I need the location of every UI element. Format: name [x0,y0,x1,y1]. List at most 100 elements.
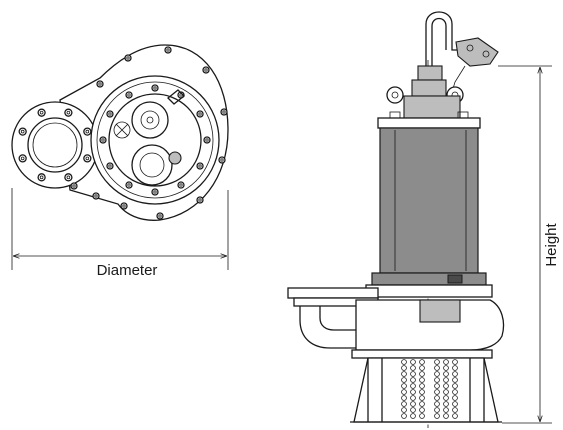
strainer-hole [443,383,449,389]
strainer-hole [452,407,458,413]
flange-bolt [83,127,92,136]
strainer-hole [452,377,458,383]
outlet-flange-inner [27,117,83,173]
flange-bolt [18,154,27,163]
discharge-flange [287,287,379,299]
strainer-hole [410,413,416,419]
volute-bolt [196,196,204,204]
flange-bolt-center [20,156,25,161]
diameter-label: Diameter [97,262,158,279]
motor-bolt-center [101,138,105,142]
motor-bolt [177,181,185,189]
strainer-hole [419,371,425,377]
strainer-hole [419,377,425,383]
volute-bolt [202,66,210,74]
strainer-hole [410,365,416,371]
strainer-hole [434,413,440,419]
flange-bolt [83,154,92,163]
cable-guard [455,37,499,67]
volute-bolt-center [94,194,98,198]
motor-bolt-center [108,112,112,116]
side-view: Height [287,11,560,428]
volute-bolt-center [122,204,126,208]
strainer-hole [410,395,416,401]
volute-bolt [164,46,172,54]
strainer-hole [452,401,458,407]
strainer-hole [443,395,449,401]
volute-bolt-center [98,82,102,86]
strainer-hole [452,413,458,419]
strainer-hole [410,377,416,383]
strainer-hole [419,395,425,401]
strainer-hole [452,371,458,377]
volute-bolt [120,202,128,210]
volute-bolt [220,108,228,116]
strainer-hole [434,383,440,389]
strainer-hole [434,395,440,401]
strainer-hole [443,359,449,365]
flange-bolt [64,108,73,117]
motor-bolt-center [198,112,202,116]
motor-bolt-center [153,86,157,90]
center-hub [131,101,169,139]
motor-bolt [125,181,133,189]
strainer-hole [401,389,407,395]
motor-bolt [196,110,204,118]
strainer-hole [410,389,416,395]
strainer-hole [443,389,449,395]
volute-bolt-center [72,184,76,188]
strainer-hole [452,395,458,401]
flange-bolt-center [85,156,90,161]
flange-bolt-center [66,110,71,115]
strainer-hole [443,371,449,377]
motor-bolt-center [127,93,131,97]
motor-bolt-center [198,164,202,168]
motor-bolt [99,136,107,144]
motor-flange [90,75,220,205]
top-flange [377,117,481,129]
strainer-hole [401,401,407,407]
flange-bolt [18,127,27,136]
strainer-hole [410,371,416,377]
strainer-hole [443,413,449,419]
motor-bolt-center [127,183,131,187]
volute-bolt-center [220,158,224,162]
outlet-flange [11,101,99,189]
outlet-flange-bolts [18,108,92,182]
volute-bolt-center [198,198,202,202]
flange-bolt-center [39,110,44,115]
motor-body [379,127,479,274]
strainer-hole [401,371,407,377]
flange-bolt-center [39,175,44,180]
discharge-elbow [299,306,360,349]
strainer-hole [443,377,449,383]
volute-bolt-center [166,48,170,52]
strainer-hole [443,401,449,407]
motor-bolt [106,110,114,118]
strainer-hole [401,407,407,413]
motor-flange-bolts [99,84,211,196]
strainer-hole [419,401,425,407]
flange-bolt-center [20,129,25,134]
height-label: Height [543,222,560,266]
motor-bolt [151,188,159,196]
strainer-hole [419,365,425,371]
cable-entry [131,144,173,186]
strainer-hole [434,377,440,383]
volute-bolt [124,54,132,62]
strainer-hole [434,389,440,395]
strainer-hole [401,395,407,401]
strainer-hole [401,383,407,389]
strainer-hole [434,365,440,371]
strainer-hole [452,359,458,365]
motor-bolt-center [108,164,112,168]
motor-bottom-band [371,272,487,286]
motor-bolt-center [179,183,183,187]
strainer-hole [434,359,440,365]
motor-bolt-center [205,138,209,142]
strainer-hole [434,371,440,377]
lifting-lug-left [386,86,404,104]
strainer-hole [434,407,440,413]
motor-bolt-center [153,190,157,194]
